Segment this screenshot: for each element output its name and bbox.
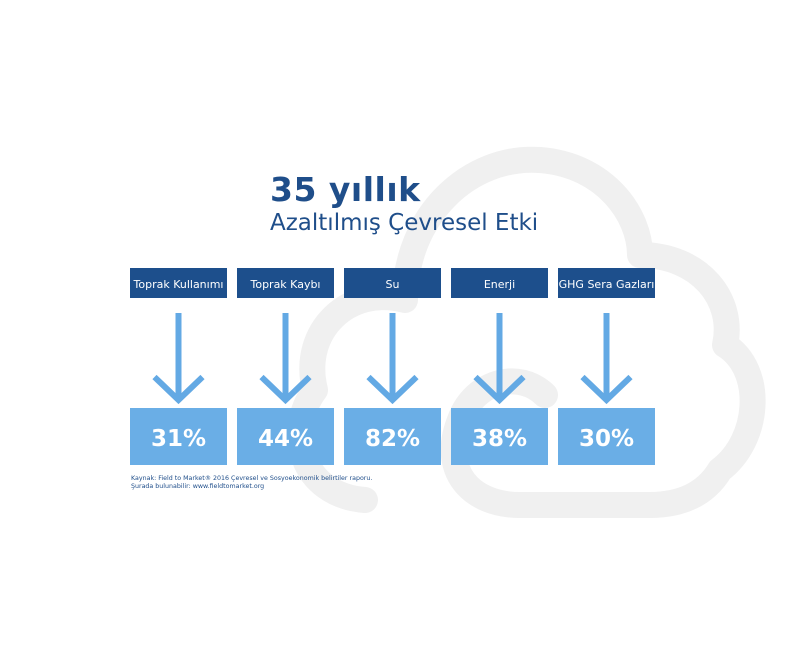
value-box — [237, 408, 334, 465]
value-box — [558, 408, 655, 465]
category-header-box — [237, 268, 334, 298]
category-label: Toprak Kullanımı — [133, 278, 224, 291]
chart-title: 35 yıllık — [270, 170, 421, 209]
category-label: GHG Sera Gazları — [559, 278, 655, 291]
category-label: Enerji — [484, 278, 515, 291]
category-header-box — [344, 268, 441, 298]
category-header-box — [451, 268, 548, 298]
value-box — [344, 408, 441, 465]
source-footnote: Kaynak: Field to Market® 2016 Çevresel v… — [131, 475, 372, 491]
footnote-line-2: Şurada bulunabilir: www.fieldtomarket.or… — [131, 483, 265, 490]
category-label: Su — [386, 278, 400, 291]
cloud-outline — [287, 146, 766, 518]
arrow-down-icon — [152, 313, 205, 405]
category-header-box — [558, 268, 655, 298]
value-label: 44% — [258, 426, 313, 452]
category-label: Toprak Kaybı — [249, 278, 320, 291]
arrow-down-icon — [259, 313, 312, 405]
footnote-line-1: Kaynak: Field to Market® 2016 Çevresel v… — [131, 475, 373, 482]
category-header-box — [130, 268, 227, 298]
value-label: 30% — [579, 426, 634, 452]
value-label: 38% — [472, 426, 527, 452]
chart-subtitle: Azaltılmış Çevresel Etki — [270, 210, 539, 236]
arrow-down-icon — [366, 313, 419, 405]
arrow-down-icon — [473, 313, 526, 405]
value-label: 31% — [151, 426, 206, 452]
value-box — [130, 408, 227, 465]
value-box — [451, 408, 548, 465]
value-label: 82% — [365, 426, 420, 452]
arrow-down-icon — [580, 313, 633, 405]
